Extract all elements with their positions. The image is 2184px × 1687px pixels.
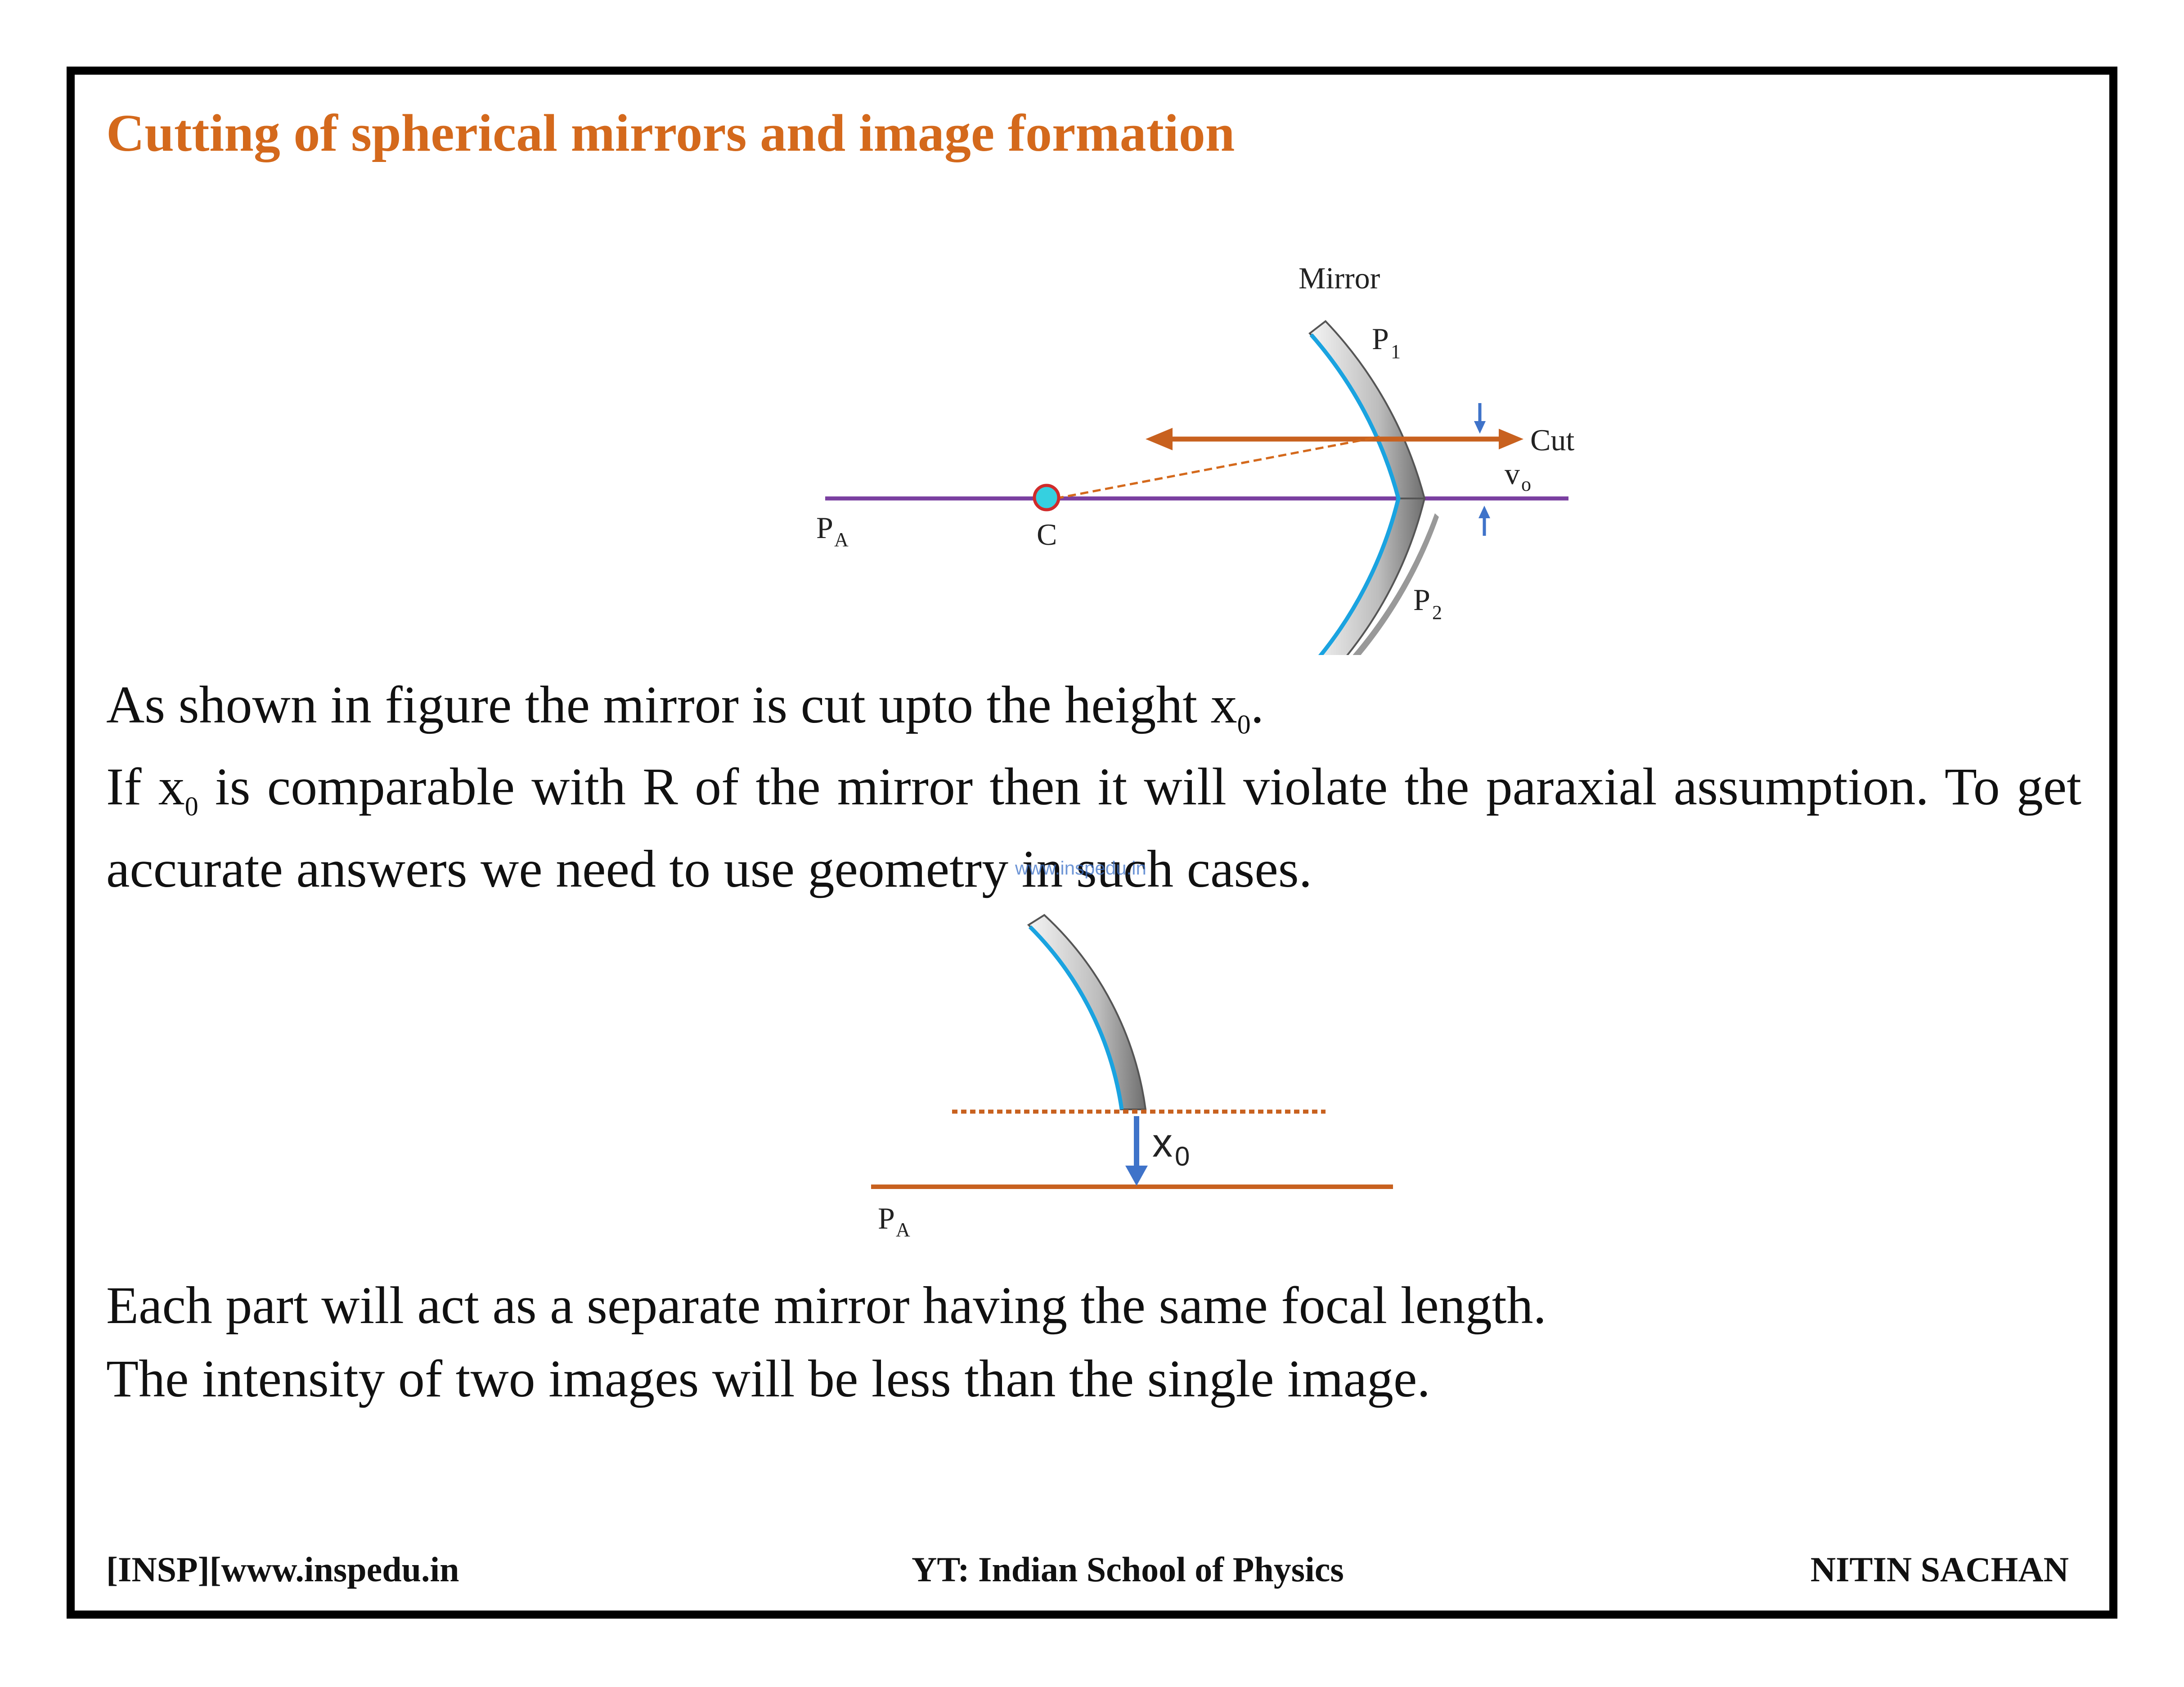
ray-arrow-head-right	[1499, 429, 1523, 449]
page-frame: Cutting of spherical mirrors and image f…	[67, 67, 2117, 1619]
pa-label-2: P	[878, 1201, 895, 1235]
conclusion-line-2: The intensity of two images will be less…	[106, 1349, 1430, 1408]
page-title: Cutting of spherical mirrors and image f…	[106, 103, 1235, 162]
footer-youtube: YT: Indian School of Physics	[912, 1550, 1344, 1589]
x0-sub: 0	[1175, 1141, 1190, 1171]
mirror-coating	[1309, 333, 1401, 655]
p2-label: P	[1413, 583, 1430, 617]
mirror-upper	[1308, 320, 1426, 499]
c-label: C	[1037, 517, 1057, 552]
mirror-lower	[1353, 513, 1439, 655]
paragraph-conclusion: Each part will act as a separate mirror …	[106, 1265, 2081, 1420]
p2-sub: 2	[1432, 601, 1442, 624]
x0-label: x	[1152, 1121, 1173, 1166]
conclusion-line-1: Each part will act as a separate mirror …	[106, 1276, 1547, 1335]
cut-label: Cut	[1530, 423, 1574, 457]
p1-label: P	[1372, 322, 1389, 356]
vo-sub: o	[1521, 473, 1531, 495]
watermark: www.inspedu.in	[1015, 857, 1146, 879]
footer-author: NITIN SACHAN	[1810, 1550, 2069, 1589]
figure-mirror-cut: Mirror P 1 Cut v o P A C P 2 R	[816, 261, 1574, 655]
pa-label: P	[816, 511, 833, 545]
center-point	[1033, 484, 1061, 511]
p1-sub: 1	[1391, 341, 1401, 363]
paragraph-paraxial: If x0 is comparable with R of the mirror…	[106, 757, 2082, 898]
vo-arrow-top-head	[1474, 421, 1486, 434]
figure-cut-segment: x 0 P A	[871, 914, 1393, 1241]
vo-arrow-bottom-head	[1478, 506, 1490, 518]
dashed-ray	[1055, 435, 1380, 500]
ray-arrow-head-left	[1146, 428, 1173, 450]
mirror-segment-coating	[1028, 925, 1124, 1110]
pa-sub-2: A	[896, 1219, 910, 1241]
footer-website: [INSP][www.inspedu.in	[106, 1550, 459, 1589]
x0-arrow-head	[1125, 1166, 1148, 1186]
pa-sub: A	[834, 529, 849, 551]
mirror-label: Mirror	[1299, 261, 1380, 295]
paragraph-cut-height: As shown in figure the mirror is cut upt…	[106, 675, 1264, 740]
vo-label: v	[1505, 457, 1520, 491]
